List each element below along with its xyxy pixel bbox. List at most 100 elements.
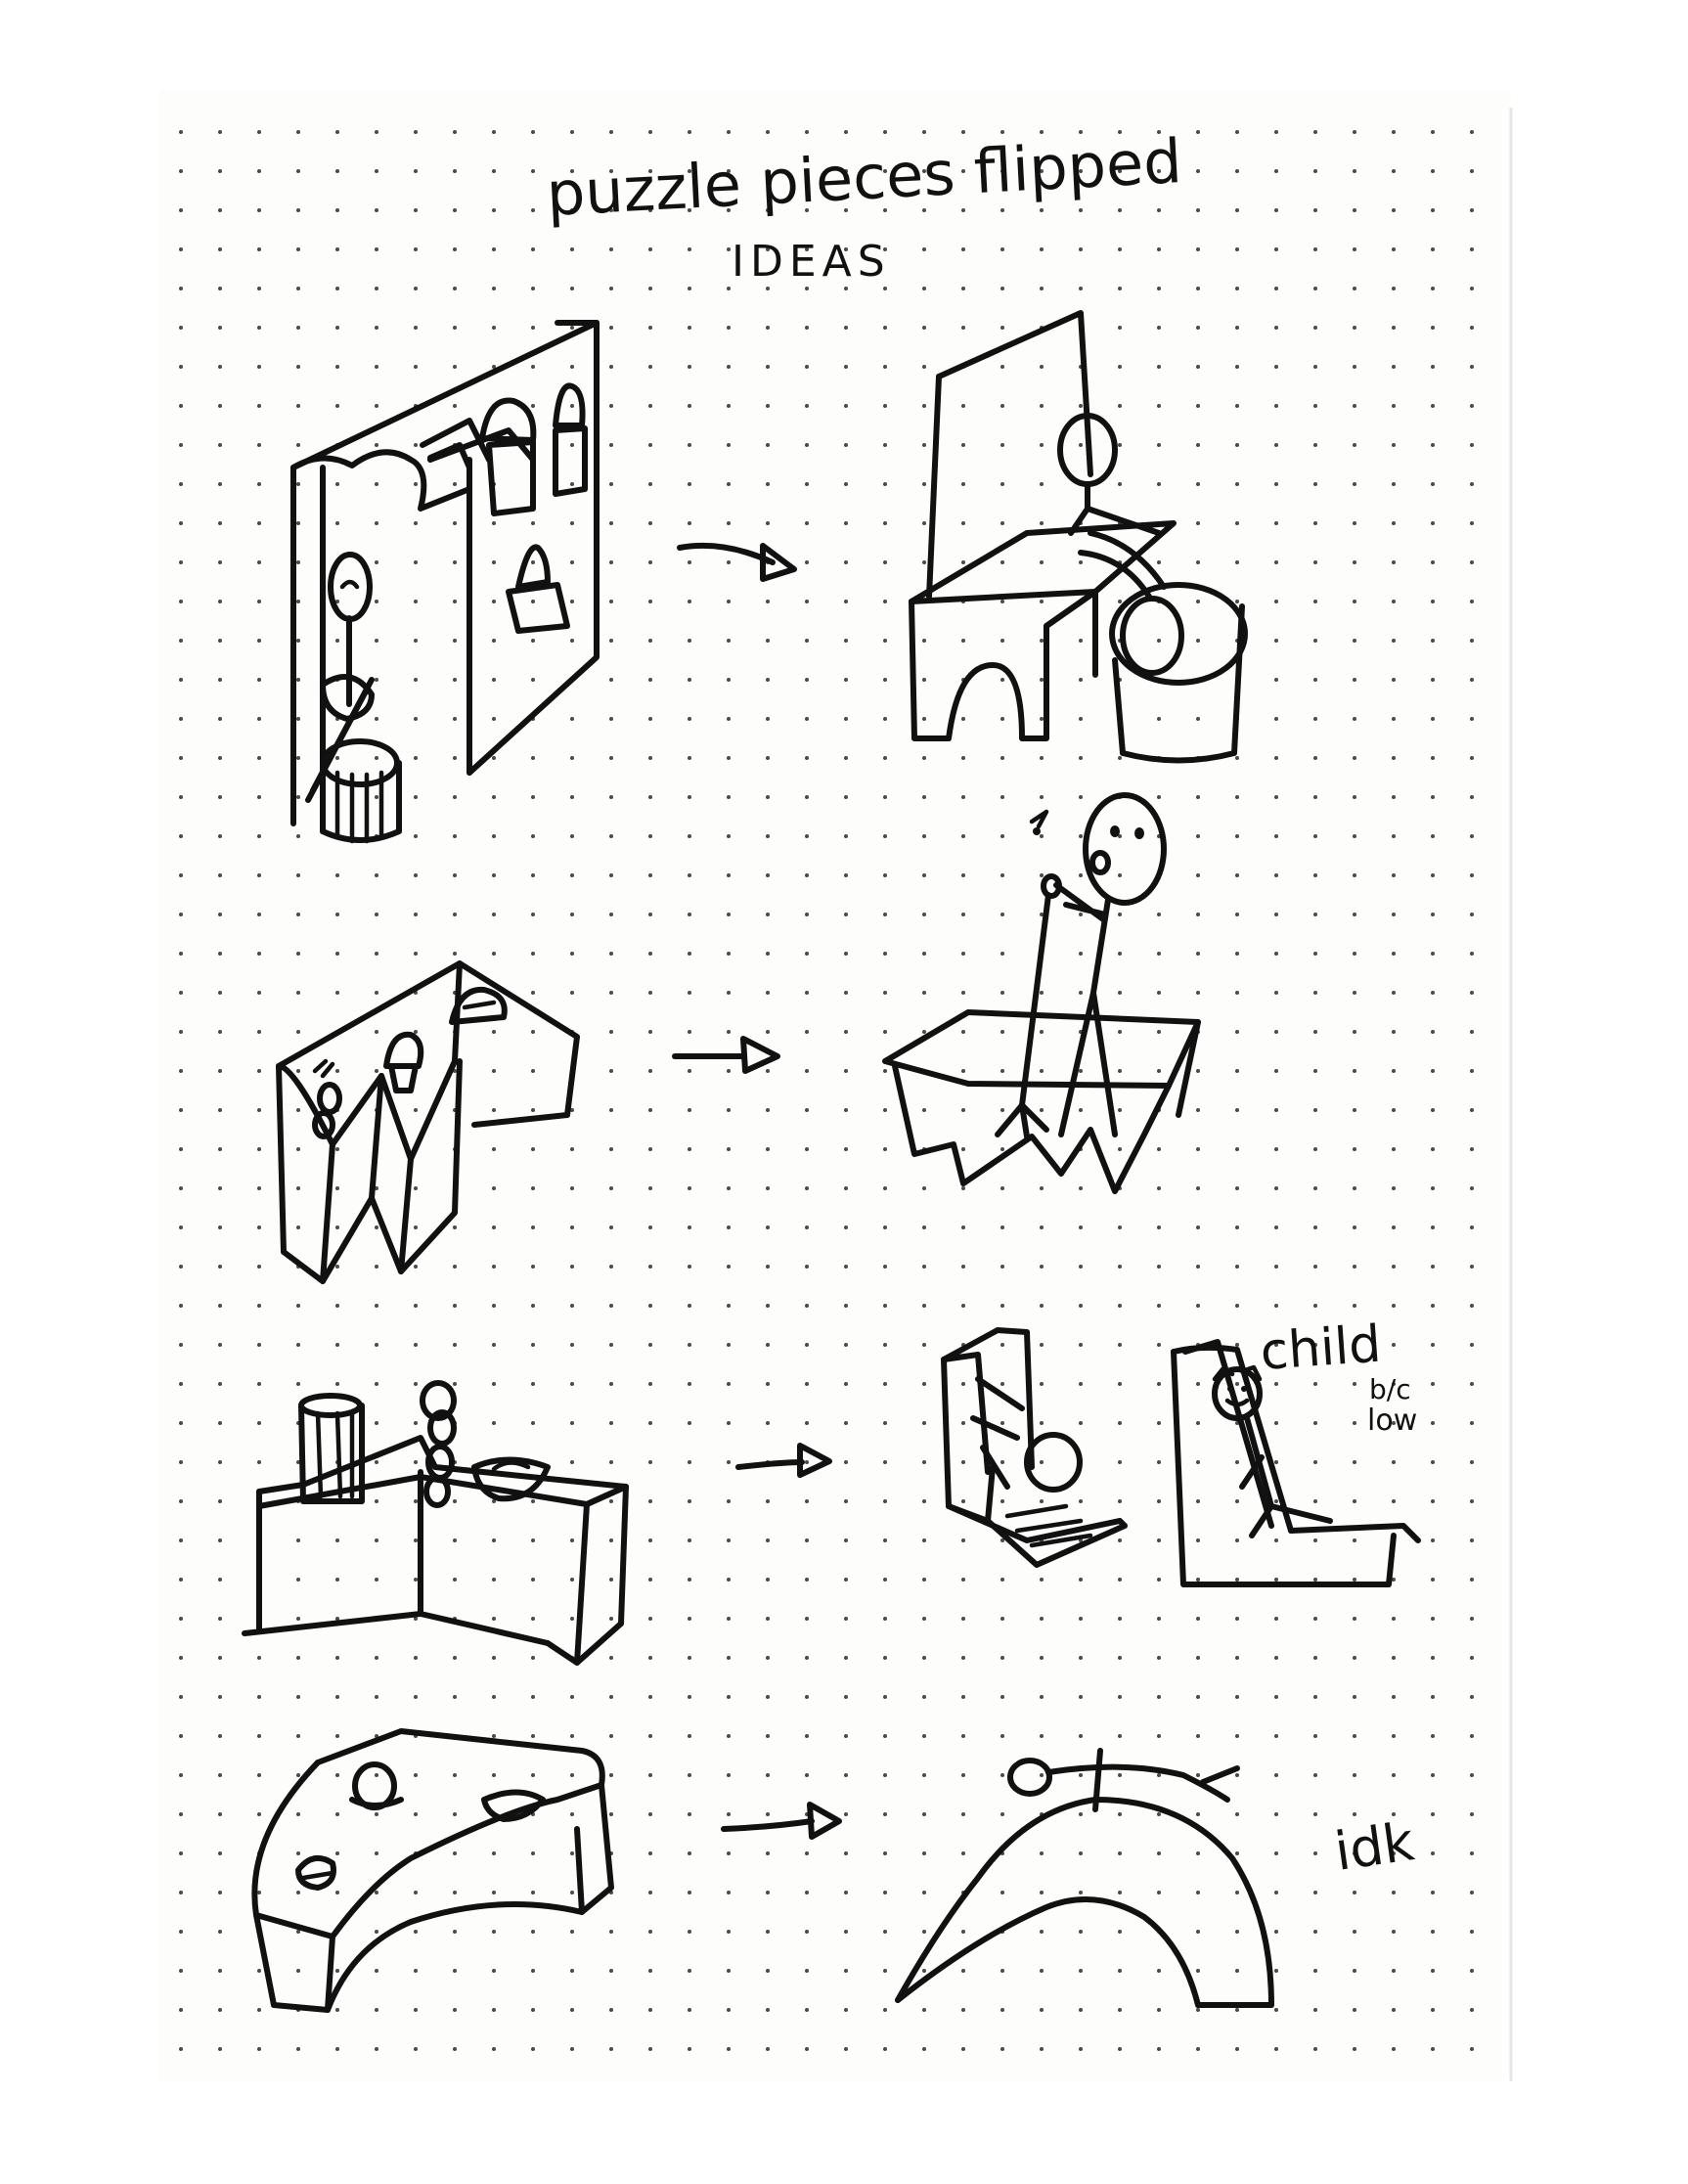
grid-dot: [609, 247, 613, 251]
grid-dot: [1235, 1186, 1239, 1190]
grid-dot: [179, 756, 183, 760]
grid-dot: [1000, 1226, 1004, 1229]
grid-dot: [570, 1538, 574, 1542]
grid-dot: [766, 1186, 770, 1190]
grid-dot: [609, 1069, 613, 1073]
grid-dot: [883, 2047, 887, 2051]
grid-dot: [727, 913, 731, 916]
grid-dot: [375, 287, 378, 290]
grid-dot: [414, 795, 418, 799]
grid-dot: [1353, 678, 1356, 682]
grid-dot: [1000, 1186, 1004, 1190]
grid-dot: [257, 1773, 261, 1777]
grid-dot: [531, 678, 535, 682]
grid-dot: [414, 326, 418, 330]
grid-dot: [335, 1851, 339, 1855]
grid-dot: [727, 1304, 731, 1308]
grid-dot: [531, 639, 535, 643]
grid-dot: [805, 1265, 809, 1269]
grid-dot: [1040, 834, 1044, 838]
grid-dot: [883, 717, 887, 721]
grid-dot: [922, 1382, 926, 1386]
grid-dot: [375, 560, 378, 564]
grid-dot: [1157, 1421, 1161, 1425]
grid-dot: [844, 1147, 848, 1151]
grid-dot: [805, 913, 809, 916]
grid-dot: [1470, 1499, 1474, 1503]
grid-dot: [296, 365, 300, 369]
grid-dot: [179, 1108, 183, 1112]
grid-dot: [1431, 1930, 1435, 1934]
grid-dot: [570, 1147, 574, 1151]
grid-dot: [1040, 1656, 1044, 1660]
grid-dot: [1353, 1538, 1356, 1542]
grid-dot: [609, 1930, 613, 1934]
grid-dot: [1235, 208, 1239, 212]
grid-dot: [1431, 169, 1435, 173]
grid-dot: [609, 1617, 613, 1621]
grid-dot: [1000, 1499, 1004, 1503]
grid-dot: [1353, 326, 1356, 330]
grid-dot: [766, 130, 770, 134]
grid-dot: [1196, 1812, 1200, 1816]
grid-dot: [492, 1499, 496, 1503]
grid-dot: [1392, 521, 1396, 525]
grid-dot: [1118, 326, 1122, 330]
grid-dot: [1274, 326, 1278, 330]
grid-dot: [922, 1930, 926, 1934]
grid-dot: [883, 873, 887, 877]
grid-dot: [648, 1108, 652, 1112]
grid-dot: [1353, 795, 1356, 799]
grid-dot: [218, 1499, 222, 1503]
grid-dot: [922, 130, 926, 134]
grid-dot: [609, 1812, 613, 1816]
grid-dot: [883, 1578, 887, 1582]
grid-dot: [1157, 1147, 1161, 1151]
grid-dot: [1431, 1030, 1435, 1034]
grid-dot: [688, 1578, 691, 1582]
grid-dot: [570, 717, 574, 721]
grid-dot: [1118, 1421, 1122, 1425]
grid-dot: [492, 1304, 496, 1308]
grid-dot: [844, 1851, 848, 1855]
grid-dot: [218, 1617, 222, 1621]
grid-dot: [570, 169, 574, 173]
grid-dot: [1235, 952, 1239, 956]
grid-dot: [1470, 795, 1474, 799]
grid-dot: [531, 1656, 535, 1660]
grid-dot: [688, 1030, 691, 1034]
grid-dot: [1235, 560, 1239, 564]
grid-dot: [1040, 639, 1044, 643]
grid-dot: [1000, 639, 1004, 643]
grid-dot: [1235, 130, 1239, 134]
grid-dot: [1157, 1891, 1161, 1894]
grid-dot: [1353, 991, 1356, 995]
grid-dot: [961, 169, 965, 173]
grid-dot: [609, 756, 613, 760]
grid-dot: [492, 208, 496, 212]
grid-dot: [1118, 1499, 1122, 1503]
grid-dot: [1353, 560, 1356, 564]
grid-dot: [296, 756, 300, 760]
grid-dot: [1392, 1265, 1396, 1269]
grid-dot: [531, 913, 535, 916]
grid-dot: [1431, 952, 1435, 956]
grid-dot: [257, 169, 261, 173]
grid-dot: [1235, 247, 1239, 251]
grid-dot: [492, 1265, 496, 1269]
grid-dot: [766, 1343, 770, 1347]
grid-dot: [648, 1930, 652, 1934]
grid-dot: [844, 600, 848, 603]
grid-dot: [922, 1578, 926, 1582]
grid-dot: [531, 1343, 535, 1347]
grid-dot: [218, 1304, 222, 1308]
grid-dot: [1157, 482, 1161, 486]
grid-dot: [1470, 1030, 1474, 1034]
grid-dot: [492, 1930, 496, 1934]
grid-dot: [1040, 1851, 1044, 1855]
grid-dot: [961, 1147, 965, 1151]
grid-dot: [766, 1891, 770, 1894]
grid-dot: [335, 1538, 339, 1542]
grid-dot: [1118, 952, 1122, 956]
